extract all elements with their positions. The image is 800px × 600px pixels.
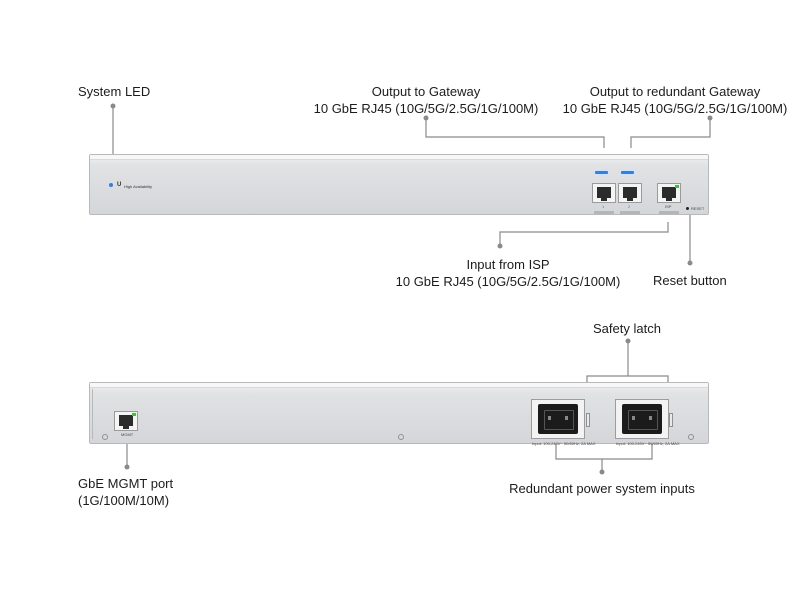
label-system-led: System LED <box>78 84 151 99</box>
rear-panel: MGMT Input: 100-240V~ 50/60Hz, 2A MAX In… <box>89 382 709 446</box>
port-1-indicator <box>595 171 608 174</box>
mgmt-port-label: MGMT <box>121 432 134 437</box>
power-socket-icon <box>538 404 578 434</box>
screw-icon <box>688 434 694 440</box>
port-1-bar <box>594 211 614 214</box>
ha-label: High Availability <box>124 184 152 189</box>
safety-latch-1[interactable] <box>586 413 590 427</box>
port-isp-bar <box>659 211 679 214</box>
label-mgmt-port-spec: (1G/100M/10M) <box>78 493 170 508</box>
port-isp[interactable] <box>657 183 681 203</box>
ha-logo-icon: U <box>117 182 122 188</box>
label-output-redundant: Output to redundant Gateway 10 GbE RJ45 … <box>555 83 795 117</box>
port-2-indicator <box>621 171 634 174</box>
safety-latch-2[interactable] <box>669 413 673 427</box>
front-panel: U High Availability 1 2 ISP RESET <box>89 154 709 215</box>
label-output-redundant-title: Output to redundant Gateway <box>589 84 761 99</box>
label-redundant-power: Redundant power system inputs <box>509 481 695 496</box>
leader-output-redundant <box>630 118 711 148</box>
label-input-isp-spec: 10 GbE RJ45 (10G/5G/2.5G/1G/100M) <box>395 274 621 289</box>
rear-left-edge <box>92 389 93 439</box>
label-input-isp-title: Input from ISP <box>466 257 550 272</box>
port-2-bar <box>620 211 640 214</box>
label-output-gateway-spec: 10 GbE RJ45 (10G/5G/2.5G/1G/100M) <box>313 101 539 116</box>
reset-button-icon[interactable] <box>686 207 689 210</box>
label-output-gateway: Output to Gateway 10 GbE RJ45 (10G/5G/2.… <box>294 83 558 117</box>
power-inlet-1-label: Input: 100-240V~ 50/60Hz, 2A MAX <box>532 441 596 446</box>
screw-icon <box>398 434 404 440</box>
label-reset-button: Reset button <box>653 273 727 288</box>
system-led-icon <box>109 183 113 187</box>
label-output-gateway-title: Output to Gateway <box>371 84 481 99</box>
reset-label: RESET <box>691 206 705 211</box>
port-1-label: 1 <box>602 204 605 209</box>
label-input-isp: Input from ISP 10 GbE RJ45 (10G/5G/2.5G/… <box>376 256 640 290</box>
port-2-label: 2 <box>628 204 631 209</box>
port-isp-label: ISP <box>665 204 672 209</box>
port-1[interactable] <box>592 183 616 203</box>
power-socket-icon <box>622 404 662 434</box>
screw-icon <box>102 434 108 440</box>
power-inlet-1[interactable] <box>531 399 585 439</box>
leader-power-bracket <box>555 442 653 460</box>
label-output-redundant-spec: 10 GbE RJ45 (10G/5G/2.5G/1G/100M) <box>562 101 788 116</box>
leader-output-gateway <box>425 118 605 148</box>
port-2[interactable] <box>618 183 642 203</box>
label-mgmt-port: GbE MGMT port (1G/100M/10M) <box>78 475 173 509</box>
power-inlet-2-label: Input: 100-240V~ 50/60Hz, 2A MAX <box>616 441 680 446</box>
label-safety-latch: Safety latch <box>593 321 661 336</box>
port-isp-led-icon <box>675 185 679 188</box>
mgmt-led-icon <box>132 413 136 416</box>
label-mgmt-port-title: GbE MGMT port <box>78 476 174 491</box>
power-inlet-2[interactable] <box>615 399 669 439</box>
leader-input-isp <box>499 222 669 246</box>
mgmt-port[interactable] <box>114 411 138 431</box>
